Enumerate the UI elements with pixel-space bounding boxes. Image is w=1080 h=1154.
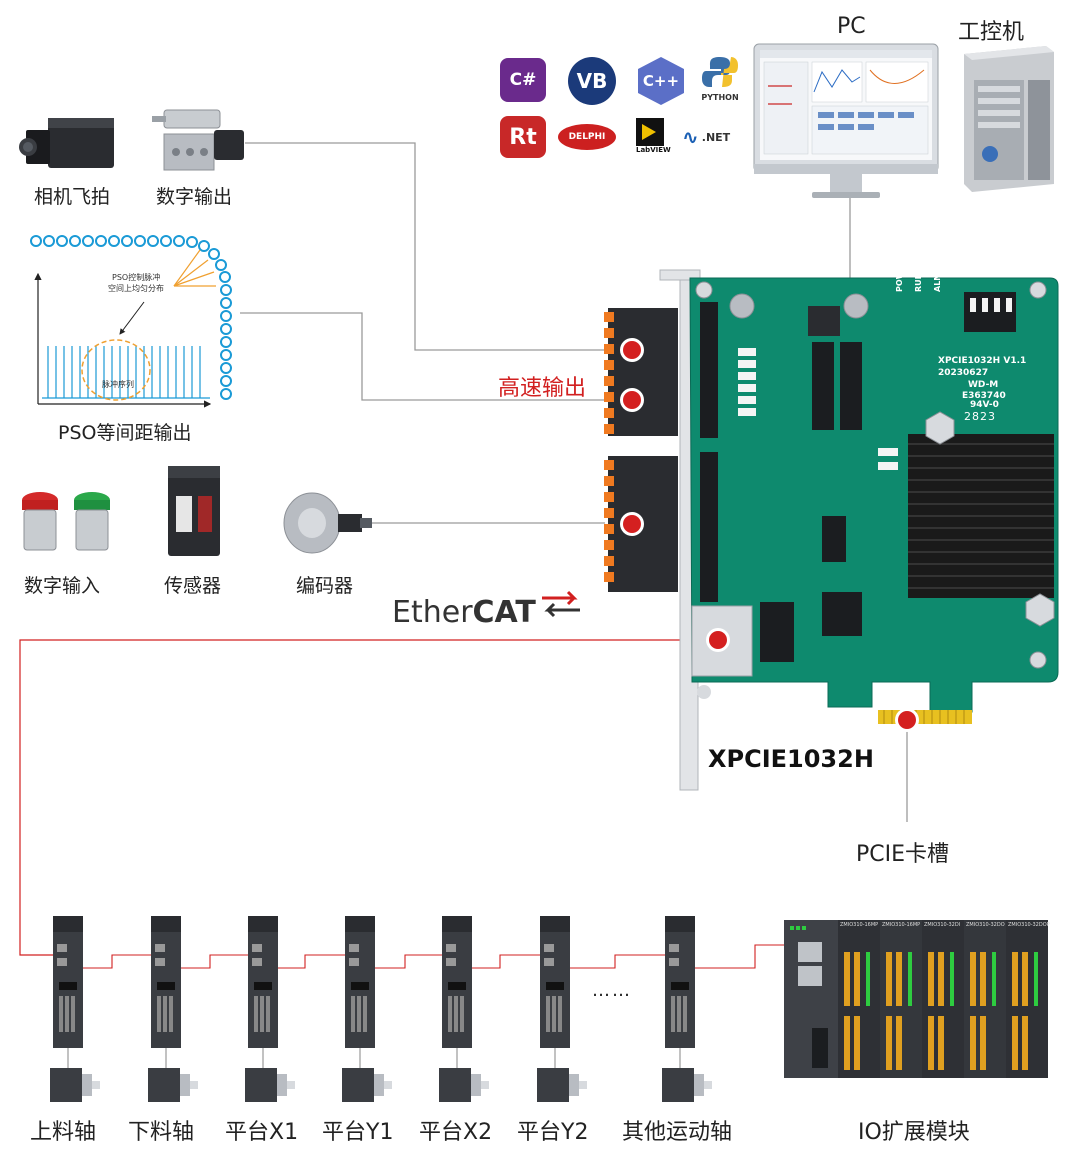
pso-note-1: PSO控制脉冲 [112,273,161,282]
ethercat-logo-text-b: CAT [472,595,536,630]
axis-label: 平台Y2 [517,1120,589,1145]
servo-drives-image [50,916,712,1102]
industrial-pc-image [964,46,1054,192]
digital-output-label: 数字输出 [156,186,233,208]
io-card-label: ZMIO310-16MP [840,922,879,928]
push-buttons-image [22,492,110,551]
pso-label: PSO等间距输出 [58,422,192,444]
axis-label: 平台X1 [225,1120,299,1145]
ethercat-logo-text-a: Ether [392,595,473,630]
pso-diagram [30,235,232,408]
board-model-text: XPCIE1032H V1.1 [938,356,1027,366]
ipc-label: 工控机 [958,20,1025,45]
more-axes-ellipsis: …… [592,980,632,1001]
axis-label: 其他运动轴 [622,1120,733,1145]
cpp-icon: C++ [638,57,684,105]
ethercat-logo: Ether CAT [392,590,584,630]
dotnet-icon: ∿ .NET [682,125,731,149]
io-card-label: ZMIO310-16MP [882,922,921,928]
board-cert-text: E363740 [962,391,1006,401]
vb-icon: VB [568,57,616,105]
pso-note-2: 空间上均匀分布 [108,284,164,293]
ethercat-arrows-icon [541,590,580,618]
board-pow-text: POW [895,270,904,293]
board-v0-text: 94V-0 [970,400,999,410]
io-card-label: ZMIO310-32DOP [1008,922,1050,928]
board-wdm-text: WD-M [968,380,999,390]
axis-label: 平台Y1 [322,1120,394,1145]
python-icon: PYTHON [700,55,740,107]
camera-label: 相机飞拍 [34,186,111,208]
sensor-image [168,466,220,556]
rt-icon: Rt [500,116,546,158]
board-run-text: RUN [914,272,923,292]
io-module-label: IO扩展模块 [858,1120,970,1145]
board-year-text: 2823 [964,410,996,423]
card-name-label: XPCIE1032H [708,745,874,773]
camera-image [19,118,114,168]
delphi-icon: DELPHI [558,124,616,150]
pcie-slot-label: PCIE卡槽 [856,842,950,867]
csharp-icon: C# [500,58,546,102]
board-date-text: 20230627 [938,368,989,378]
io-card-label: ZMIO310-32DO [966,922,1005,928]
digital-input-label: 数字输入 [24,575,101,597]
pc-label: PC [837,14,866,39]
encoder-image [283,492,372,554]
labview-icon: LabVIEW [636,118,671,158]
board-alm-text: ALM [933,272,942,292]
axis-label: 上料轴 [30,1120,97,1145]
pcie-card-image [604,269,1059,791]
pc-monitor-image [753,43,939,198]
valve-image [152,109,244,171]
io-module-image [784,920,1048,1078]
axis-label: 平台X2 [419,1120,493,1145]
pso-pulse-label: 脉冲序列 [102,380,134,389]
encoder-label: 编码器 [296,575,354,597]
sensor-label: 传感器 [164,575,222,597]
axis-label: 下料轴 [128,1120,195,1145]
high-speed-output-label: 高速输出 [498,376,587,401]
io-card-label: ZMIO310-32DI [924,922,961,928]
